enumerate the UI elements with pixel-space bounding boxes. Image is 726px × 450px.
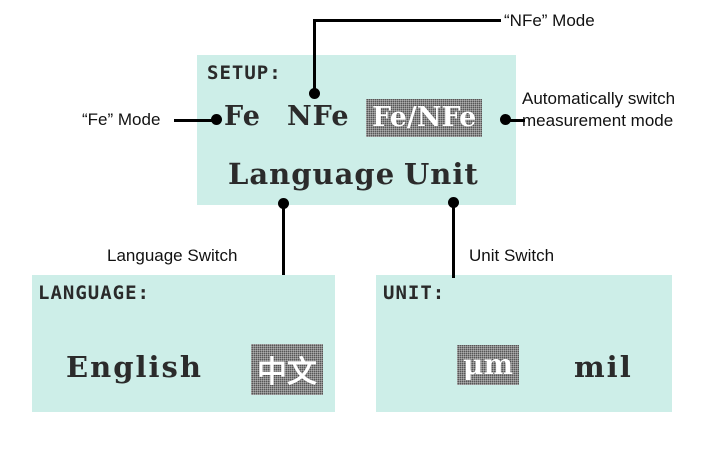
setup-screen-title: SETUP:: [207, 62, 282, 84]
language-screen-title: LANGUAGE:: [38, 282, 150, 304]
leader-dot-auto-switch: [500, 114, 511, 125]
unit-screen-title: UNIT:: [383, 282, 446, 304]
annotation-language-switch: Language Switch: [107, 246, 238, 265]
leader-line-language-switch: [282, 203, 285, 275]
lcd-screen-unit: [376, 275, 672, 412]
annotation-nfe-mode: “NFe” Mode: [504, 11, 595, 30]
leader-dot-nfe: [309, 88, 320, 99]
leader-line-nfe-vertical: [313, 19, 316, 93]
leader-line-auto-switch: [505, 119, 525, 122]
language-option-english[interactable]: English: [66, 350, 203, 384]
leader-line-nfe-horizontal: [313, 19, 501, 22]
setup-option-language[interactable]: Language: [228, 157, 396, 191]
leader-dot-fe: [211, 114, 222, 125]
setup-option-nfe[interactable]: NFe: [287, 101, 350, 132]
annotation-unit-switch: Unit Switch: [469, 246, 555, 265]
setup-option-fe[interactable]: Fe: [224, 101, 261, 132]
annotation-fe-mode: “Fe” Mode: [82, 110, 161, 129]
leader-line-fe: [174, 119, 218, 122]
unit-option-mil[interactable]: mil: [574, 350, 633, 384]
unit-option-micrometre-selected[interactable]: μm: [457, 345, 519, 385]
setup-option-unit[interactable]: Unit: [404, 157, 479, 191]
language-option-chinese-selected[interactable]: 中文: [251, 344, 323, 395]
annotation-auto-switch: Automatically switch measurement mode: [522, 89, 676, 130]
leader-line-unit-switch: [452, 202, 455, 278]
setup-option-fe-nfe-selected[interactable]: Fe/NFe: [366, 99, 482, 137]
